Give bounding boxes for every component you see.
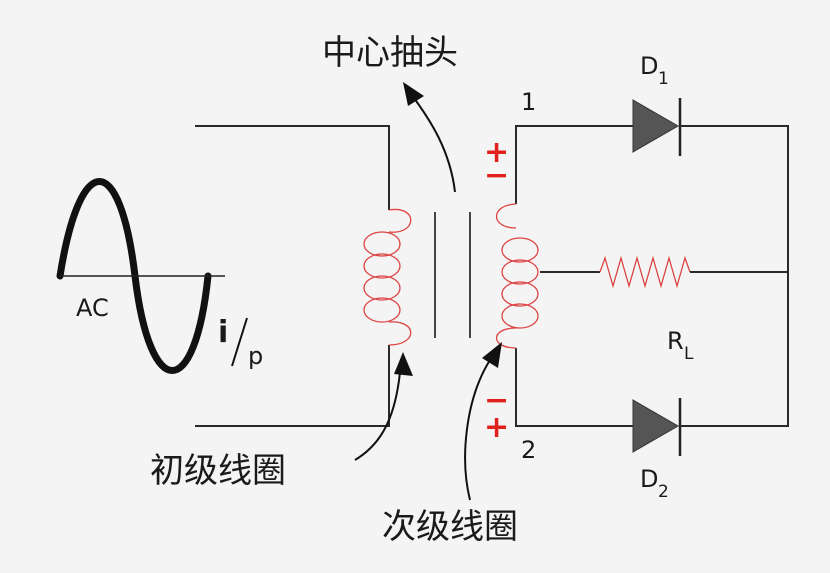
bottom-minus-sign: −: [484, 383, 509, 418]
center-tap-label: 中心抽头: [322, 33, 458, 73]
node-2-label: 2: [521, 436, 536, 464]
diode-d2: [632, 398, 682, 456]
rl-subscript: L: [684, 344, 694, 364]
center-tap-arrow: [403, 82, 456, 193]
d1-subscript: 1: [658, 69, 669, 89]
top-minus-sign: −: [484, 158, 509, 193]
ac-sine-wave: [56, 178, 225, 374]
diode-d1: [632, 98, 682, 156]
input-i-label: i: [218, 315, 228, 350]
d2-subscript: 2: [658, 482, 669, 502]
secondary-coil: [496, 203, 539, 349]
node-1-label: 1: [521, 88, 536, 116]
input-p-label: p: [248, 342, 263, 370]
resistor-rl: [599, 255, 691, 289]
ac-label: AC: [76, 294, 109, 322]
d1-label: D: [640, 52, 658, 80]
top-plus-sign: +: [484, 135, 509, 170]
primary-top-wire: [195, 125, 390, 210]
secondary-bottom-wire: [515, 348, 633, 427]
input-slash: [231, 317, 248, 367]
secondary-coil-label: 次级线圈: [382, 507, 518, 547]
d2-label: D: [640, 465, 658, 493]
rl-label: R: [667, 327, 684, 355]
secondary-coil-arrow: [464, 342, 502, 501]
output-right-wire: [680, 125, 789, 427]
primary-bottom-wire: [195, 345, 390, 427]
primary-coil-label: 初级线圈: [150, 451, 286, 491]
secondary-top-wire: [515, 125, 633, 204]
primary-coil-arrow: [354, 352, 413, 461]
primary-coil: [363, 208, 412, 346]
bottom-plus-sign: +: [484, 410, 509, 445]
